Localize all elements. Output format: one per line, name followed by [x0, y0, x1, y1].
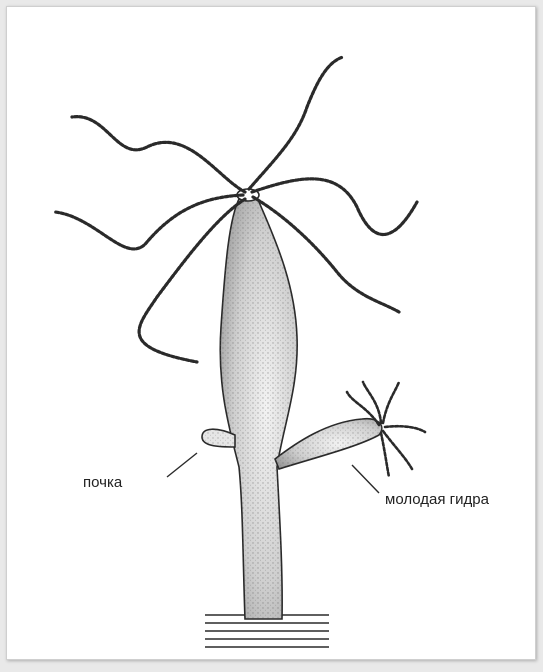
young-hydra-label: молодая гидра: [385, 491, 490, 508]
tentacle-1: [72, 117, 245, 192]
figure-frame: почка молодая гидра: [6, 6, 536, 660]
bud-leader-line: [167, 453, 197, 477]
hydra-diagram: почка молодая гидра: [7, 7, 543, 672]
tentacle-4: [249, 57, 343, 189]
tentacle-2: [55, 195, 243, 249]
bud-label: почка: [83, 474, 123, 491]
hydra-body: [220, 189, 297, 619]
young-hydra: [275, 382, 425, 477]
tentacle-5: [252, 179, 417, 235]
young-hydra-leader-line: [352, 465, 379, 493]
